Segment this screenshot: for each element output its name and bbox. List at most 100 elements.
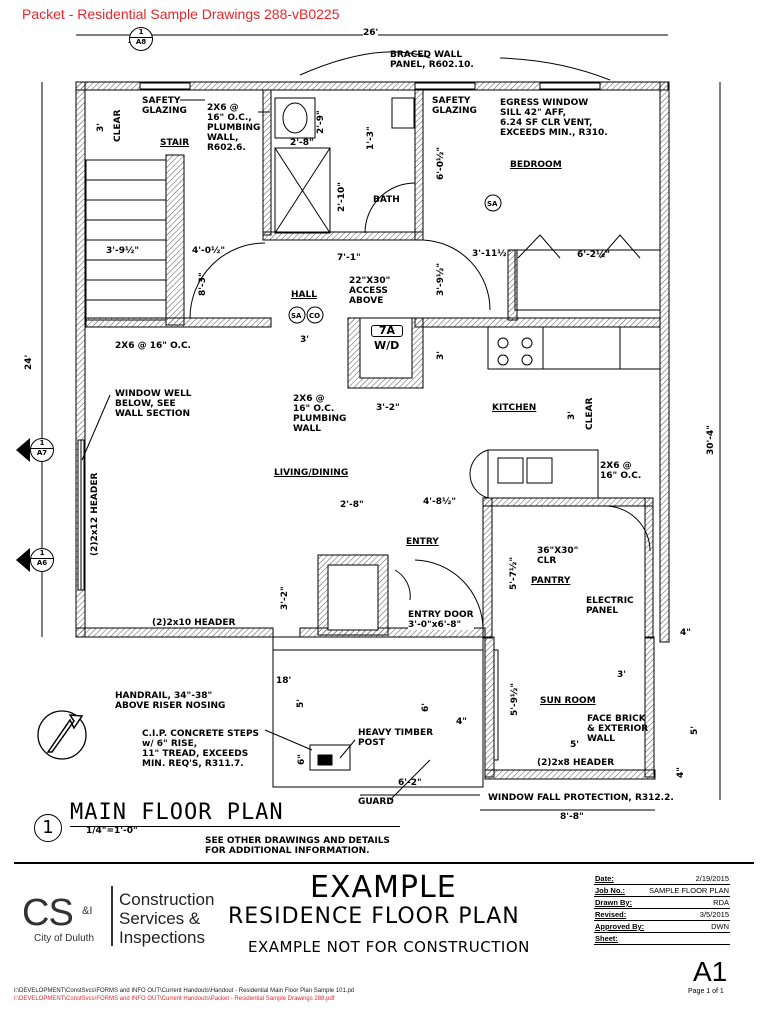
title-block-row: Sheet: (594, 932, 730, 945)
dim-clear-stair: CLEAR (113, 109, 123, 142)
dim-7-1: 7'-1" (337, 253, 361, 263)
file-path-handout: I:\DEVELOPMENT\ConstSvcs\FORMS and INFO … (14, 988, 355, 994)
section-callout-a7[interactable]: 1 A7 (30, 438, 54, 462)
dim-3-wd: 3' (436, 350, 446, 360)
plan-note: SEE OTHER DRAWINGS AND DETAILS FOR ADDIT… (205, 836, 390, 856)
smoke-alarm-icon: SA (291, 312, 302, 320)
stair (85, 154, 185, 326)
dim-3-sun: 3' (617, 670, 627, 680)
dim-3-9-half-b: 3'-9½" (436, 262, 446, 296)
title-block-row: Approved By:DWN (594, 920, 730, 933)
note-studs-left: 2X6 @ 16" O.C. (115, 341, 191, 351)
logo-organization: Construction Services & Inspections (119, 890, 215, 947)
note-safety-glazing-left: SAFETY GLAZING (142, 96, 187, 116)
section-callout-a8[interactable]: 1 A8 (129, 27, 153, 51)
note-closet-clear: 36"X30" CLR (537, 546, 579, 566)
title-block-row: Date:2/19/2015 (594, 873, 730, 885)
callout-sheet: A6 (31, 558, 53, 568)
dim-18: 18' (276, 676, 292, 686)
dim-3-11-half: 3'-11½" (472, 249, 512, 259)
dim-3-9-half: 3'-9½" (106, 246, 140, 256)
logo-city: City of Duluth (34, 933, 95, 944)
dim-3-2: 3'-2" (376, 403, 400, 413)
note-window-fall-protection: WINDOW FALL PROTECTION, R312.2. (488, 793, 674, 803)
note-heavy-timber-post: HEAVY TIMBER POST (358, 728, 434, 748)
room-label-pantry: PANTRY (531, 576, 571, 586)
dim-right-depth: 30'-4" (706, 425, 716, 455)
title-block-value: 3/5/2015 (646, 908, 730, 921)
note-studs-kitchen: 2X6 @ 16" O.C. (600, 461, 642, 481)
dim-4-0-half: 4'-0½" (192, 246, 226, 256)
room-label-stair: STAIR (160, 138, 190, 148)
north-arrow-icon (37, 710, 87, 760)
note-header-2x8: (2)2x8 HEADER (537, 758, 615, 768)
dim-6-0-half: 6'-0½" (436, 146, 446, 180)
note-egress-window: EGRESS WINDOW SILL 42" AFF, 6.24 SF CLR … (500, 98, 608, 138)
room-label-sun-room: SUN ROOM (540, 696, 596, 706)
smoke-alarm-icon: SA (487, 200, 498, 208)
callout-sheet: A7 (31, 448, 53, 458)
dim-8-3: 8'-3" (198, 272, 208, 296)
title-block-value: DWN (646, 920, 730, 933)
title-block-key: Date: (594, 873, 647, 885)
room-label-living-dining: LIVING/DINING (274, 468, 349, 478)
logo-cs: CS (22, 892, 74, 934)
exterior-walls (75, 81, 670, 643)
title-block-row: Revised:3/5/2015 (594, 908, 730, 921)
dim-2-10: 2'-10" (337, 182, 347, 212)
dim-6: 6' (421, 702, 431, 712)
dim-6-steps: 6" (297, 754, 307, 765)
dim-4-8-half: 4'-8½" (423, 497, 457, 507)
dim-overall-depth: 24' (24, 354, 34, 370)
drawing-title-main: RESIDENCE FLOOR PLAN (228, 904, 520, 929)
file-path-packet: I:\DEVELOPMENT\ConstSvcs\FORMS and INFO … (14, 996, 335, 1002)
dim-4-sun: 4" (456, 717, 467, 727)
dim-4-right-2: 4" (676, 767, 686, 778)
note-concrete-steps: C.I.P. CONCRETE STEPS w/ 6" RISE, 11" TR… (142, 729, 260, 769)
note-attic-access: 22"X30" ACCESS ABOVE (349, 276, 391, 306)
note-plumbing-wall-top: 2X6 @ 16" O.C., PLUMBING WALL, R602.6. (207, 103, 261, 153)
room-label-hall: HALL (291, 290, 317, 300)
document-title: Packet - Residential Sample Drawings 288… (22, 6, 340, 22)
title-block-key: Revised: (594, 908, 647, 921)
note-plumbing-wall-mid: 2X6 @ 16" O.C. PLUMBING WALL (293, 394, 347, 434)
note-handrail: HANDRAIL, 34"-38" ABOVE RISER NOSING (115, 691, 226, 711)
dim-6-2-half: 6'-2½" (577, 250, 611, 260)
room-label-entry: ENTRY (406, 537, 439, 547)
dim-6-2: 6'-2" (398, 778, 422, 788)
room-label-bedroom: BEDROOM (510, 160, 562, 170)
dim-overall-width: 26' (363, 28, 379, 38)
section-callout-a6[interactable]: 1 A6 (30, 548, 54, 572)
note-safety-glazing-right: SAFETY GLAZING (432, 96, 477, 116)
callout-number: 1 (39, 439, 45, 447)
dim-5: 5' (296, 698, 306, 708)
dim-5-9-half: 5'-9½" (510, 682, 520, 716)
plan-scale: 1/4"=1'-0" (86, 826, 138, 836)
note-braced-wall: BRACED WALL PANEL, R602.10. (390, 50, 474, 70)
logo-amp: &I (82, 905, 93, 917)
note-header-2x10: (2)2x10 HEADER (152, 618, 236, 628)
title-block-value: 2/19/2015 (646, 873, 730, 885)
section-arrow-icon (16, 438, 30, 462)
page-count: Page 1 of 1 (688, 988, 724, 995)
note-guard: GUARD (358, 797, 394, 807)
drawing-subtitle: EXAMPLE NOT FOR CONSTRUCTION (248, 938, 530, 956)
plan-title: MAIN FLOOR PLAN (70, 800, 284, 825)
room-label-wd: W/D (374, 339, 400, 352)
note-electric-panel: ELECTRIC PANEL (586, 596, 634, 616)
callout-sheet: A8 (130, 37, 152, 47)
title-block: Date:2/19/2015 Job No.:SAMPLE FLOOR PLAN… (594, 873, 730, 945)
section-arrow-icon (16, 548, 30, 572)
sheet-id: A1 (693, 956, 728, 987)
dim-3-2-vertical: 3'-2" (280, 586, 290, 610)
title-block-key: Job No.: (594, 884, 647, 897)
callout-number: 1 (39, 549, 45, 557)
title-block-key: Sheet: (594, 932, 647, 945)
title-block-key: Drawn By: (594, 896, 647, 909)
note-header-2x12: (2)2x12 HEADER (90, 472, 100, 556)
dim-5-7-half: 5'-7½" (509, 556, 519, 590)
title-block-value: RDA (646, 896, 730, 909)
room-tag-wd: 7A (371, 325, 403, 337)
plan-number-circle: 1 (34, 814, 62, 842)
dim-5-sun: 5' (570, 740, 580, 750)
